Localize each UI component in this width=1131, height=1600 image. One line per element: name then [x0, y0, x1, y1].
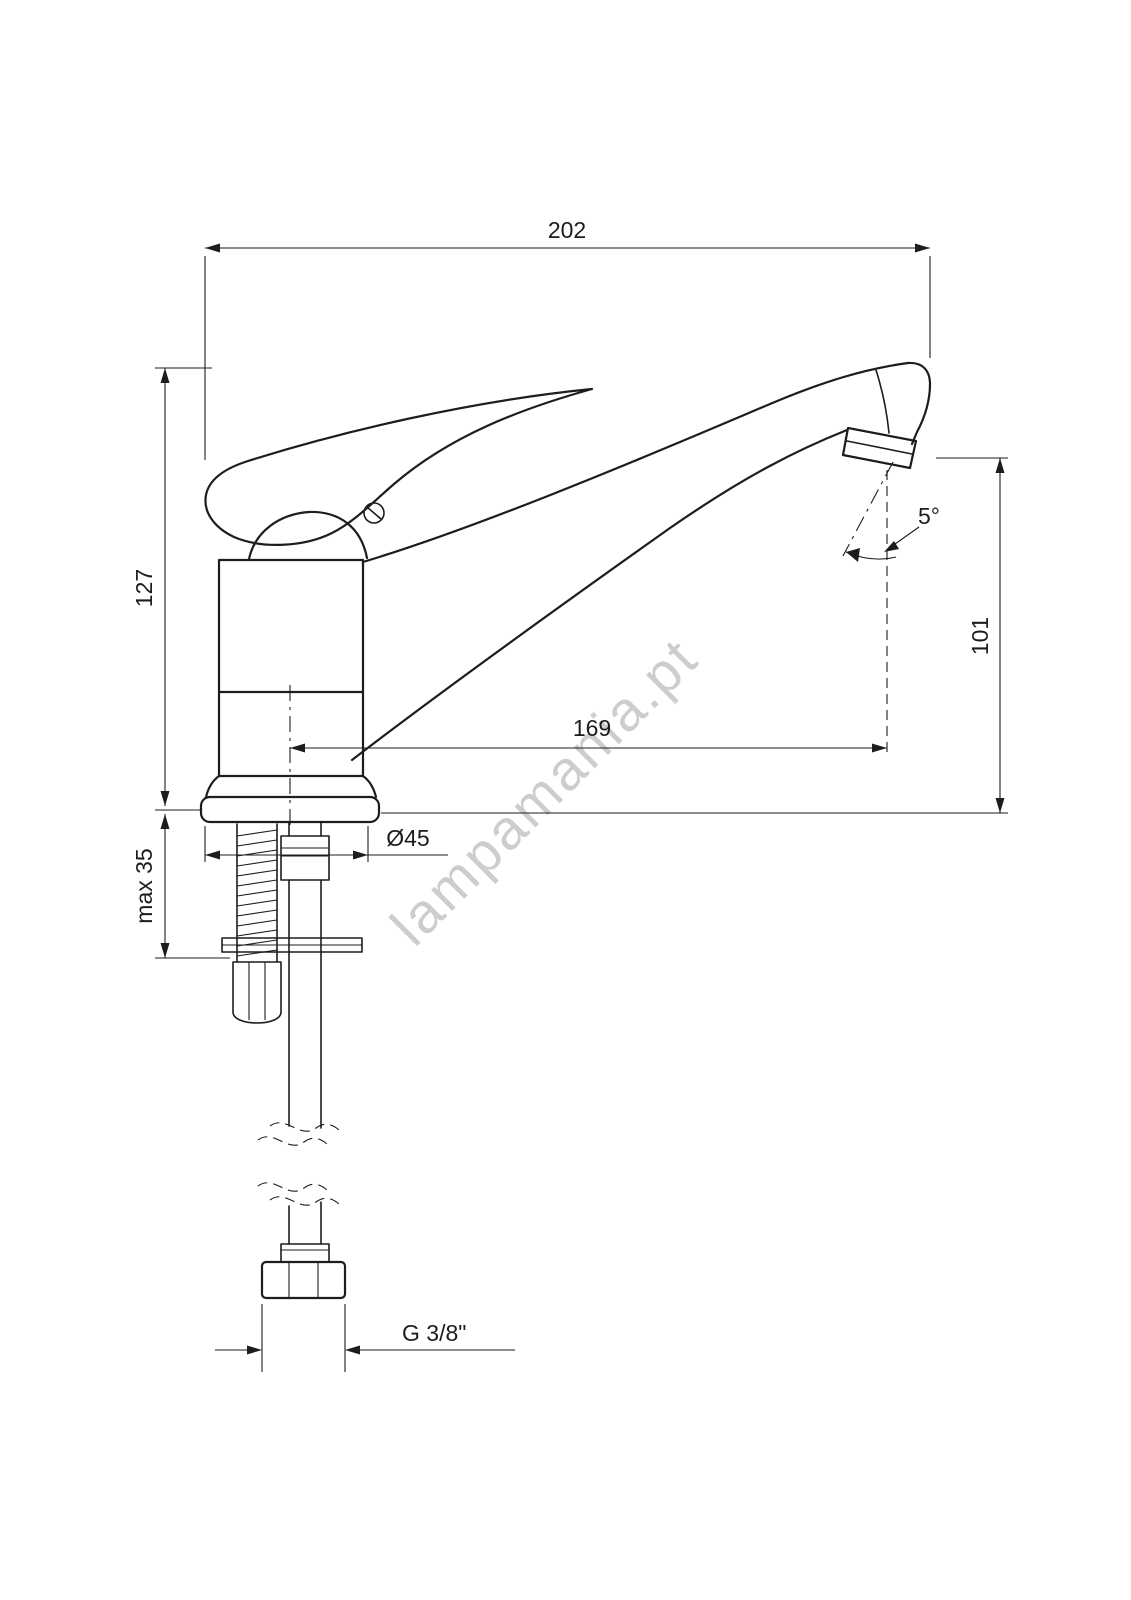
dimension-total-width: 202	[204, 217, 931, 460]
dimension-spout-reach: 169	[289, 470, 888, 830]
pipe-break-lower	[257, 1182, 341, 1206]
angle-reference-line	[842, 461, 894, 557]
arrow-right-icon	[353, 850, 368, 860]
arrow-left-icon	[205, 850, 220, 860]
cartridge-dome	[247, 510, 369, 561]
faucet-body	[204, 558, 378, 799]
dim-connection-thread-label: G 3/8"	[402, 1320, 466, 1346]
arrow-left-icon	[290, 743, 305, 753]
faucet-side-view	[199, 361, 932, 1146]
arrow-right-icon	[872, 743, 887, 753]
washer-plate	[221, 937, 363, 953]
dimension-outlet-angle: 5°	[842, 461, 940, 562]
watermark-text: lampamania.pt	[378, 625, 710, 957]
hose-end-detail	[257, 1182, 347, 1300]
arrow-up-icon	[160, 814, 170, 829]
arrow-up-icon	[160, 368, 170, 383]
arrow-right-icon	[247, 1345, 262, 1355]
spout	[350, 361, 932, 762]
dim-total-width-label: 202	[548, 217, 586, 243]
dim-outlet-height-label: 101	[967, 617, 993, 655]
arrow-left-icon	[205, 243, 220, 253]
lever-handle	[204, 387, 594, 546]
dim-max-deck-label: max 35	[131, 848, 157, 923]
dimension-body-height: 127	[131, 367, 212, 811]
leader-arrow-icon	[884, 541, 899, 552]
supply-pipe	[280, 821, 330, 1129]
dimension-connection-thread: G 3/8"	[215, 1304, 515, 1372]
thread-hatching	[236, 829, 278, 957]
dim-outlet-angle-label: 5°	[918, 503, 940, 529]
arrow-down-icon	[995, 798, 1005, 813]
arrow-up-icon	[995, 458, 1005, 473]
dimension-max-deck: max 35	[131, 814, 230, 959]
arrow-down-icon	[160, 791, 170, 806]
arrow-right-icon	[915, 243, 930, 253]
arc-arrow-icon	[846, 548, 860, 562]
dim-spout-reach-label: 169	[573, 715, 611, 741]
hose-nut	[260, 1260, 347, 1300]
dimension-outlet-height: 101	[381, 457, 1008, 814]
arrow-left-icon	[345, 1345, 360, 1355]
arrow-down-icon	[160, 943, 170, 958]
dim-base-diameter-label: Ø45	[386, 825, 429, 851]
dimension-base-diameter: Ø45	[204, 825, 448, 862]
mounting-nut	[232, 961, 282, 1024]
mounting-stud	[236, 823, 278, 963]
hose-pipe	[280, 1201, 330, 1263]
handle-screw-icon	[363, 502, 385, 524]
pipe-break-upper	[257, 1122, 341, 1146]
dim-body-height-label: 127	[131, 569, 157, 607]
aerator-outlet	[841, 426, 918, 470]
